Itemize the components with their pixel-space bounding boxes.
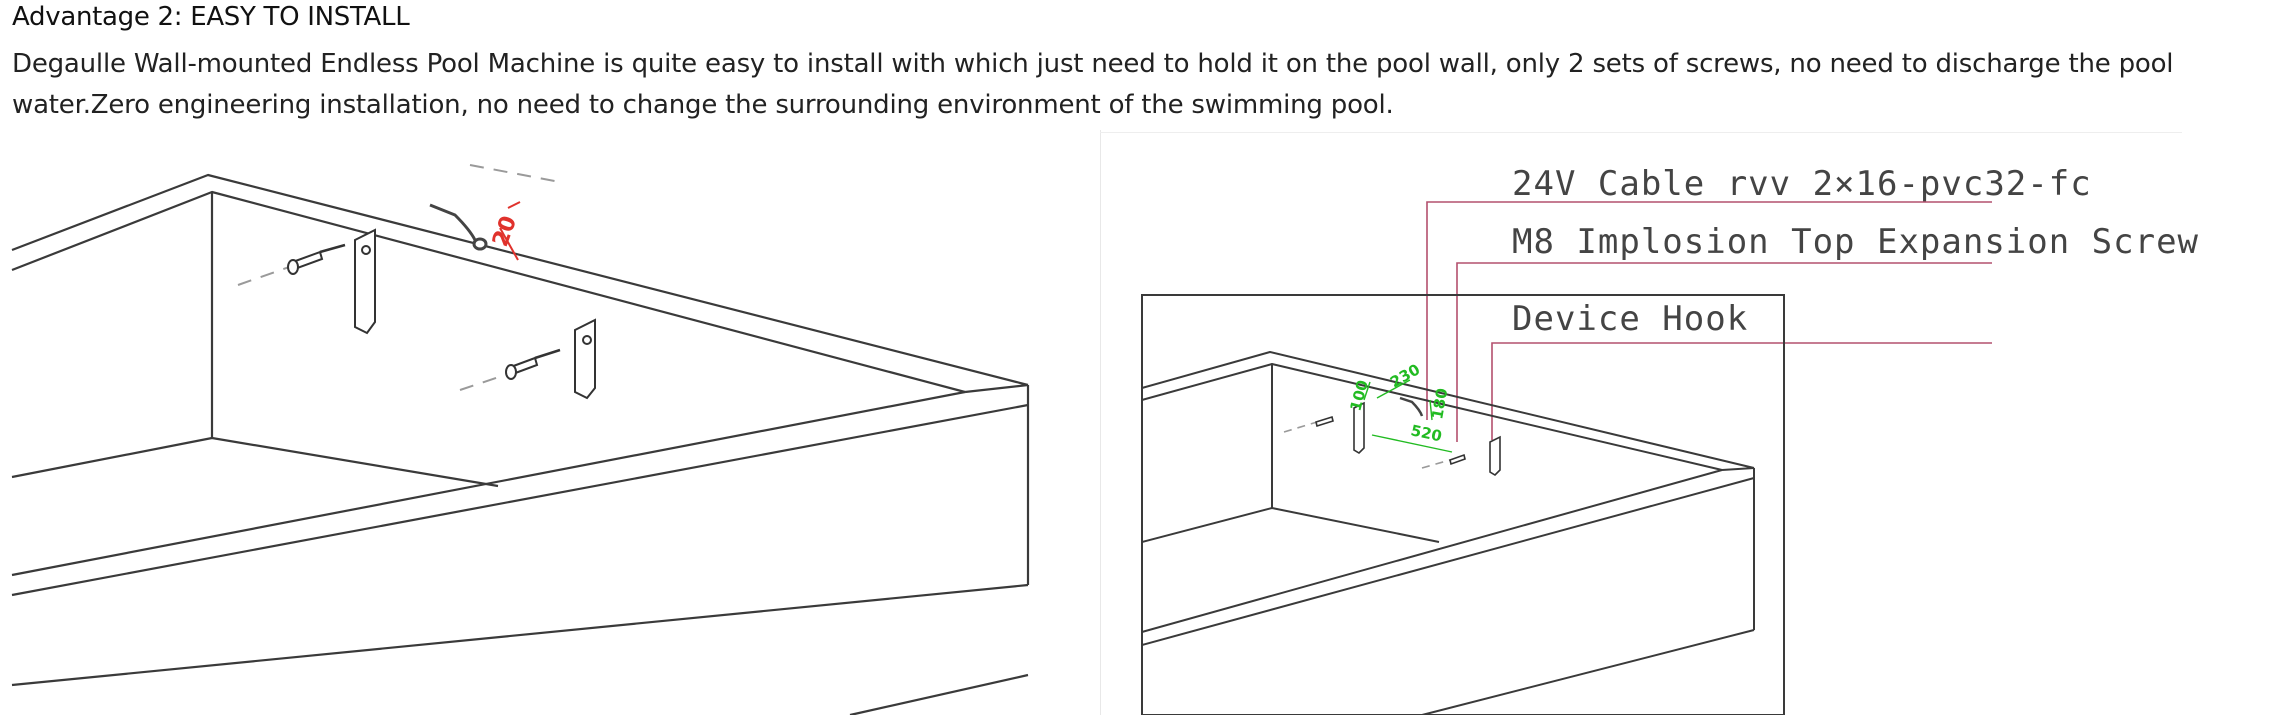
pool-floor-line — [11, 436, 499, 488]
callout-hook: Device Hook — [1512, 299, 1748, 339]
device-hook-icon — [1353, 401, 1365, 455]
pool-callout-drawing: 24V Cable rvv 2×16-pvc32-fc M8 Implosion… — [1141, 164, 2198, 715]
installation-drawing-right: 24V Cable rvv 2×16-pvc32-fc M8 Implosion… — [1092, 130, 2198, 715]
pool-corner-drawing: 20 — [11, 164, 1030, 715]
expansion-screw-icon — [505, 348, 561, 380]
expansion-screw-icon — [1315, 415, 1334, 428]
device-hook-icon — [1489, 435, 1501, 477]
cable-icon — [429, 203, 488, 251]
pool-rim-outer — [11, 173, 1029, 387]
cable-icon — [1399, 396, 1424, 417]
section-description: Degaulle Wall-mounted Endless Pool Machi… — [12, 49, 2174, 120]
dimension-label: 20 — [488, 213, 522, 250]
section-heading: Advantage 2: EASY TO INSTALL — [12, 2, 410, 32]
device-hook-icon — [574, 318, 596, 400]
device-hook-icon — [354, 228, 376, 335]
installation-drawing-left: 20 — [0, 130, 1090, 715]
expansion-screw-icon — [1449, 453, 1466, 466]
callout-cable: 24V Cable rvv 2×16-pvc32-fc — [1512, 164, 2092, 204]
dimension-label: 180 — [1428, 387, 1451, 421]
pool-rim-inner — [11, 190, 966, 394]
expansion-screw-icon — [287, 243, 346, 275]
callout-screw: M8 Implosion Top Expansion Screw — [1512, 222, 2199, 262]
callout-leader-lines — [1426, 201, 1992, 442]
dimension-label: 520 — [1409, 421, 1443, 445]
